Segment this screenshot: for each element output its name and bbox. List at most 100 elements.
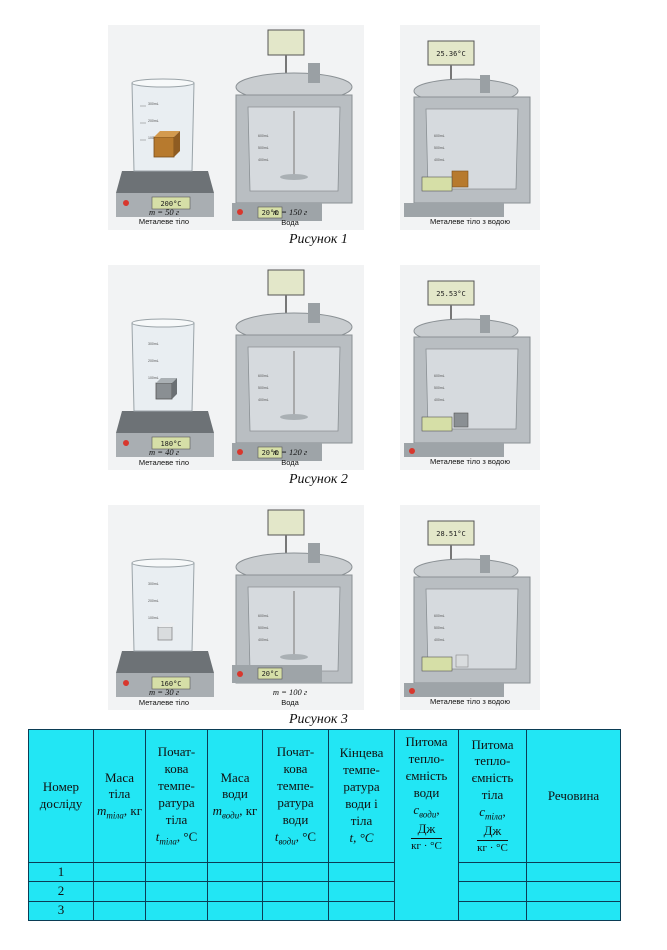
table-cell: [458, 862, 527, 883]
water-name-label: Вода: [281, 218, 299, 227]
calorimeter-power-button: [237, 671, 243, 677]
calorimeter: 600mL 500mL 400mL 20°C: [232, 509, 353, 684]
scale-display: 180°C: [160, 440, 181, 448]
calorimeter-power-button: [237, 209, 243, 215]
table-cell: [93, 881, 146, 902]
combined-label: Металеве тіло з водою: [430, 457, 510, 466]
figure-3-setup-illustration: 160°C 300mL 200mL 100mL 600mL 500mL 400m…: [116, 509, 353, 707]
scale-power-button: [123, 680, 129, 686]
figure-3-setup-panel: 160°C 300mL 200mL 100mL 600mL 500mL 400m…: [108, 505, 364, 710]
calorimeter: 600mL 500mL 400mL 20°C: [232, 269, 353, 461]
figure-1-result-panel: 25.36°C 600mL 500mL 400mL Металеве тіло …: [400, 25, 540, 230]
svg-text:300mL: 300mL: [148, 102, 159, 106]
header-substance: Речовина: [526, 728, 621, 864]
figure-3-result-panel: 28.51°C 600mL 500mL 400mL Металеве тіло …: [400, 505, 540, 710]
water-mass-label: m = 150 г: [273, 207, 308, 217]
combined-label: Металеве тіло з водою: [430, 217, 510, 226]
svg-text:500mL: 500mL: [258, 386, 269, 390]
glass-beaker: 300mL 200mL 100mL: [131, 558, 195, 652]
table-cell: [207, 862, 263, 883]
table-cell: [145, 881, 208, 902]
body-name-label: Металеве тіло: [139, 217, 189, 226]
svg-text:600mL: 600mL: [434, 374, 445, 378]
table-row: 3: [28, 900, 621, 922]
table-cell: [262, 881, 329, 902]
svg-text:500mL: 500mL: [258, 626, 269, 630]
table-row: 1: [28, 862, 621, 883]
svg-text:500mL: 500mL: [434, 626, 445, 630]
figure-2-caption: Рисунок 2: [289, 472, 348, 487]
svg-text:400mL: 400mL: [258, 398, 269, 402]
scale-display: 200°C: [160, 200, 181, 208]
table-cell: [145, 862, 208, 883]
calorimeter: 600mL 500mL 400mL 20°C: [232, 29, 353, 221]
svg-text:500mL: 500mL: [434, 146, 445, 150]
header-experiment-number: Номер досліду: [28, 728, 94, 864]
table-cell: [262, 900, 329, 922]
experiment-table: Номер досліду Маса тіла mтіла, кг Почат-…: [28, 728, 621, 922]
table-cell: [93, 900, 146, 922]
table-row: 2: [28, 881, 621, 902]
table-cell: [526, 862, 621, 883]
svg-text:400mL: 400mL: [434, 638, 445, 642]
figure-2-setup-panel: 180°C 300mL 200mL 100mL 600mL 500mL 400m…: [108, 265, 364, 470]
svg-text:500mL: 500mL: [434, 386, 445, 390]
calorimeter-thermometer-display: [267, 29, 305, 56]
figure-3-caption: Рисунок 3: [289, 712, 348, 727]
final-temperature-display: 28.51°C: [436, 530, 466, 538]
svg-text:600mL: 600mL: [434, 614, 445, 618]
scale-power-button: [123, 200, 129, 206]
metal-body: [155, 378, 177, 400]
table-cell: [93, 862, 146, 883]
figure-1-setup-panel: 200°C 300mL 200mL 100mL 600mL: [108, 25, 364, 230]
header-final-temperature: Кінцева темпе- ратура води і тіла t, °C: [328, 728, 395, 864]
digital-scale: 160°C: [116, 651, 214, 697]
table-cell: [458, 881, 527, 902]
water-name-label: Вода: [281, 698, 299, 707]
digital-scale: 200°C: [116, 171, 214, 217]
glass-beaker: 300mL 200mL 100mL: [131, 318, 195, 412]
svg-text:100mL: 100mL: [148, 616, 159, 620]
table-cell: [526, 881, 621, 902]
table-cell: [328, 881, 395, 902]
calorimeter-display: 20°C: [262, 209, 279, 217]
figure-2-setup-illustration: 180°C 300mL 200mL 100mL 600mL 500mL 400m…: [116, 269, 353, 467]
calorimeter-display: 20°C: [262, 449, 279, 457]
svg-text:600mL: 600mL: [258, 614, 269, 618]
scale-display: 160°C: [160, 680, 181, 688]
svg-text:200mL: 200mL: [148, 359, 159, 363]
table-cell: [262, 862, 329, 883]
final-temperature-display: 25.36°C: [436, 50, 466, 58]
svg-text:400mL: 400mL: [258, 158, 269, 162]
water-mass-label: m = 100 г: [273, 687, 308, 697]
metal-body: [157, 623, 176, 641]
digital-scale: 180°C: [116, 411, 214, 457]
row-number: 3: [28, 900, 94, 922]
table-cell: [145, 900, 208, 922]
body-name-label: Металеве тіло: [139, 698, 189, 707]
svg-text:300mL: 300mL: [148, 342, 159, 346]
calorimeter-power-button: [237, 449, 243, 455]
header-water-initial-temperature: Почат- кова темпе- ратура води tводи, °C: [262, 728, 329, 864]
figure-1-result-illustration: 25.36°C 600mL 500mL 400mL Металеве тіло …: [404, 40, 531, 226]
svg-text:400mL: 400mL: [434, 398, 445, 402]
table-cell: [458, 900, 527, 922]
svg-text:100mL: 100mL: [148, 376, 159, 380]
water-mass-label: m = 120 г: [273, 447, 308, 457]
table-cell: [207, 900, 263, 922]
svg-text:300mL: 300mL: [148, 582, 159, 586]
svg-text:100mL: 100mL: [148, 136, 159, 140]
row-number: 1: [28, 862, 94, 883]
combined-label: Металеве тіло з водою: [430, 697, 510, 706]
scale-power-button: [123, 440, 129, 446]
metal-body: [153, 131, 180, 158]
calorimeter-thermometer-display: [267, 509, 305, 536]
final-temperature-display: 25.53°C: [436, 290, 466, 298]
calorimeter-thermometer-display: [267, 269, 305, 296]
row-number: 2: [28, 881, 94, 902]
table-cell: [328, 862, 395, 883]
svg-text:400mL: 400mL: [258, 638, 269, 642]
header-body-mass: Маса тіла mтіла, кг: [93, 728, 146, 864]
header-water-mass: Маса води mводи, кг: [207, 728, 263, 864]
